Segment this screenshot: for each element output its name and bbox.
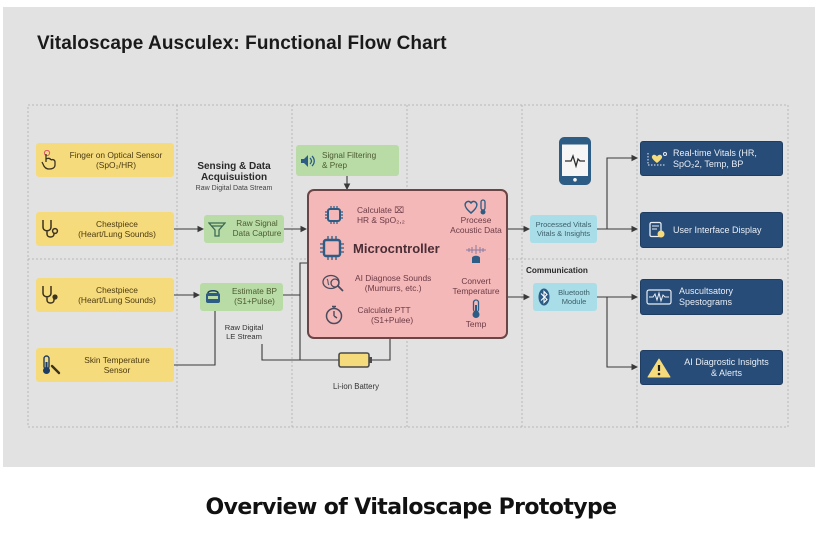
mcu-task-sublabel: (S1+Pulee) <box>371 315 414 326</box>
speaker-icon <box>296 154 322 168</box>
communication-heading: Communication <box>526 266 588 275</box>
mcu-task-ai: AI Diagnose Sounds(Mumurrs, etc.) <box>319 273 431 293</box>
battery-icon <box>338 352 374 368</box>
mcu-side-label: Procese <box>460 215 492 225</box>
wire-bp-mcu <box>283 262 307 296</box>
output-user-interface: User Interface Display <box>640 212 783 248</box>
heart-thermometer-icon <box>449 199 503 215</box>
input-sublabel: (Heart/Lung Sounds) <box>78 295 156 305</box>
mcu-side-label: Temp <box>465 319 487 329</box>
microcontroller-title: Microcntroller <box>353 240 440 256</box>
wire-lf-battery <box>261 344 340 361</box>
bluetooth-icon <box>533 288 555 306</box>
input-chestpiece-2: Chestpiece(Heart/Lung Sounds) <box>36 278 174 312</box>
vitals-monitor-icon <box>641 151 673 167</box>
sensing-heading-line: Sensing & Data <box>197 161 271 172</box>
brain-magnifier-icon <box>319 273 349 293</box>
funnel-icon <box>204 221 230 237</box>
bluetooth-sublabel: Module <box>561 297 587 306</box>
page-title: Vitaloscape Ausculex: Functional Flow Ch… <box>37 33 447 54</box>
mcu-task-sublabel: HR & SpO₂,₂ <box>357 215 405 226</box>
stethoscope-icon <box>36 284 66 306</box>
microcontroller-box: Calculate ⌧HR & SpO₂,₂ Microcntroller AI… <box>307 189 508 339</box>
input-label: Chestpiece <box>96 284 138 295</box>
processed-sublabel: Vitals & Insights <box>536 229 591 238</box>
thermometer-icon <box>36 354 66 376</box>
finger-touch-icon <box>36 150 62 170</box>
output-label: Auscultsatory <box>679 286 734 297</box>
processed-label: Processed Vitals <box>535 220 592 229</box>
input-chestpiece-1: Chestpiece(Heart/Lung Sounds) <box>36 212 174 246</box>
mcu-side-label: Convert <box>461 276 491 286</box>
mcu-task-label: AI Diagnose Sounds <box>355 273 432 283</box>
mcu-task-sublabel: (Mumurrs, etc.) <box>364 283 422 294</box>
smartphone-ecg-icon <box>559 137 591 185</box>
input-label: Chestpiece <box>96 218 138 229</box>
input-sublabel: (SpO₂/HR) <box>95 160 136 170</box>
chip-icon <box>319 236 345 260</box>
mcu-task-calc-hr: Calculate ⌧HR & SpO₂,₂ <box>323 205 405 225</box>
process-sublabel: & Prep <box>322 160 348 170</box>
wire-processed-vitals <box>606 154 639 229</box>
output-label: Real-time Vitals (HR, <box>673 147 757 158</box>
process-label: Estimate BP <box>231 287 278 297</box>
mcu-side-sublabel: Acoustic Data <box>450 225 502 236</box>
process-label: Signal Filtering <box>322 150 377 160</box>
bluetooth-label: Bluetooth <box>558 288 590 297</box>
raw-lf-stream-label: Raw Digital LE Stream <box>214 323 274 341</box>
output-sublabel: & Alerts <box>710 367 742 378</box>
figure-caption: Overview of Vitaloscape Prototype <box>205 495 618 520</box>
process-sublabel: Data Capture <box>232 229 282 238</box>
stopwatch-icon <box>321 305 347 325</box>
input-sublabel: Sensor <box>103 365 131 375</box>
estimate-bp-box: Estimate BP(S1+Pulse) <box>200 283 283 311</box>
wire-mcu-battery <box>372 339 391 361</box>
input-sublabel: (Heart/Lung Sounds) <box>78 229 156 239</box>
output-label: User Interface Display <box>673 224 762 235</box>
thermometer-icon <box>449 299 503 319</box>
output-ai-alerts: AI Diagrostic Insights& Alerts <box>640 350 783 385</box>
warning-icon <box>641 358 677 378</box>
mcu-title-row: Microcntroller <box>319 236 440 260</box>
stethoscope-icon <box>36 218 66 240</box>
sensor-bell-icon <box>449 244 503 264</box>
mcu-task-ptt: Calculate PTT(S1+Pulee) <box>321 305 413 325</box>
sensing-heading-line: Acquisuistion <box>200 172 268 183</box>
mcu-side-sublabel: Temperature <box>452 286 500 297</box>
signal-filtering-box: Signal Filtering& Prep <box>296 145 399 176</box>
input-label: Skin Temperature <box>84 354 150 365</box>
output-sublabel: SpO₂2, Temp, BP <box>673 158 744 169</box>
raw-lf-line: LE Stream <box>226 332 262 342</box>
output-realtime-vitals: Real-time Vitals (HR,SpO₂2, Temp, BP <box>640 141 783 176</box>
output-sublabel: Spestograms <box>679 297 733 307</box>
raw-lf-line: Raw Digital <box>224 323 264 332</box>
input-label: Finger on Optical Sensor <box>69 149 163 160</box>
process-sublabel: (S1+Pulse) <box>234 297 275 306</box>
input-finger-sensor: Finger on Optical Sensor(SpO₂/HR) <box>36 143 174 177</box>
waveform-icon <box>641 289 677 305</box>
battery-label: Li-ion Battery <box>333 382 379 391</box>
wire-skin-bp <box>174 311 216 366</box>
process-label: Raw Signal <box>236 219 278 229</box>
sensing-subheading: Raw Digital Data Stream <box>195 185 273 192</box>
bp-cuff-icon <box>200 289 226 305</box>
chip-icon <box>323 206 345 225</box>
output-label: AI Diagrostic Insights <box>684 356 769 367</box>
mcu-task-label: Calculate PTT <box>357 305 411 315</box>
sensing-heading: Sensing & Data Acquisuistion Raw Digital… <box>178 161 290 192</box>
wire-bt-alerts <box>606 297 639 371</box>
mcu-task-label: Calculate ⌧ <box>357 205 404 215</box>
mcu-side-temp: Temp <box>449 299 503 329</box>
ui-display-icon <box>641 221 673 239</box>
